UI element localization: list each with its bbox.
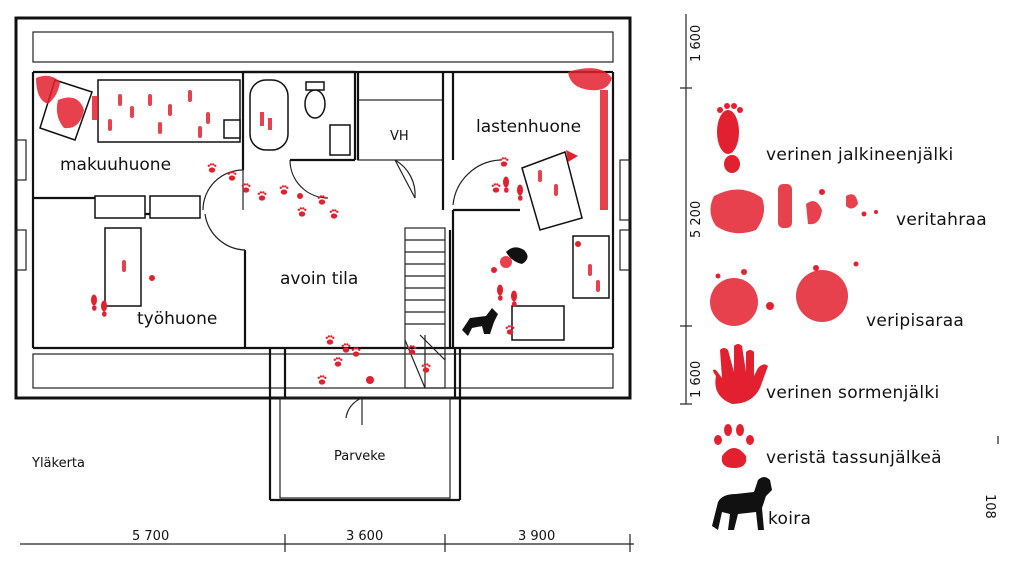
room-label-office: työhuone — [137, 309, 217, 329]
side-dimension-line — [680, 14, 692, 405]
blood-drop-icon — [710, 261, 859, 326]
dimension-bottom-3: 3 900 — [518, 529, 555, 544]
legend-label-paw-print: veristä tassunjälkeä — [766, 448, 942, 468]
bloodstain-icon — [710, 184, 878, 234]
room-label-balcony: Parveke — [334, 449, 385, 464]
legend-label-blood-drop: veripisaraa — [866, 311, 964, 331]
dimension-bottom-1: 5 700 — [132, 529, 169, 544]
dog-icon — [712, 477, 772, 530]
dog-marker — [462, 247, 528, 336]
dimension-side-3: 1 600 — [689, 361, 704, 398]
interior-walls — [33, 70, 520, 502]
legend-label-dog: koira — [768, 509, 811, 529]
dimension-bottom-2: 3 600 — [346, 529, 383, 544]
bottom-dimension-line — [20, 534, 634, 552]
handprint-icon — [713, 344, 768, 404]
room-label-closet: VH — [390, 129, 409, 144]
paw-print-icon — [714, 424, 754, 468]
legend-label-footprint: verinen jalkineenjälki — [766, 145, 954, 165]
floor-label: Yläkerta — [31, 456, 85, 471]
blood-marks — [36, 68, 612, 385]
dimension-side-1: 1 600 — [689, 25, 704, 62]
staircase — [404, 227, 446, 389]
legend-label-handprint: verinen sormenjälki — [766, 383, 940, 403]
room-label-kids-room: lastenhuone — [476, 117, 581, 137]
page-number: 108 — [982, 494, 997, 519]
footprint-icon — [717, 103, 743, 173]
room-label-open-space: avoin tila — [280, 269, 358, 289]
dimension-side-2: 5 200 — [689, 201, 704, 238]
legend-label-bloodstain: veritahraa — [896, 210, 987, 230]
room-label-bedroom: makuuhuone — [60, 155, 171, 175]
legend: verinen jalkineenjälki veritahraa veripi… — [710, 103, 987, 530]
